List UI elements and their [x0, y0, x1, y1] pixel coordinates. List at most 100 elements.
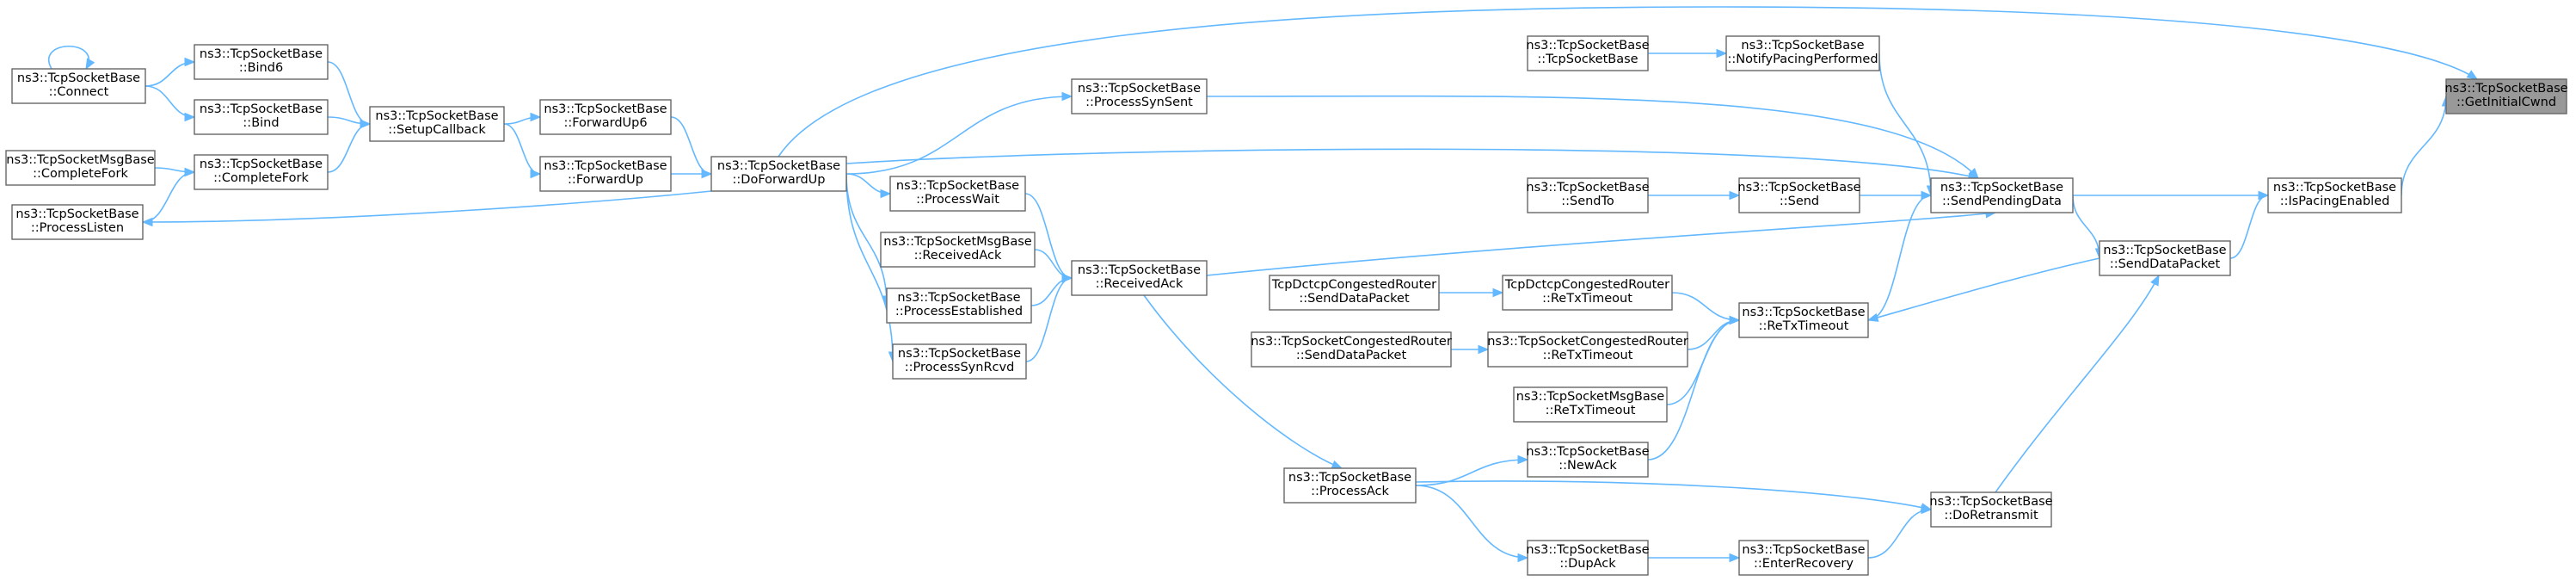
arrowhead-sendto-to-send [1729, 190, 1741, 201]
node-label-line2: ::ProcessSynRcvd [905, 361, 1015, 374]
arrowhead-connect-to-connect [85, 58, 95, 71]
node-processestablished[interactable]: ns3::TcpSocketBase::ProcessEstablished [886, 287, 1032, 324]
node-label-line2: ::ProcessWait [916, 193, 999, 207]
node-sendto[interactable]: ns3::TcpSocketBase::SendTo [1526, 177, 1650, 213]
edge-processack-to-dupack [1415, 485, 1528, 559]
edge-processack-to-doretransmit [1415, 480, 1932, 510]
node-setupcallback[interactable]: ns3::TcpSocketBase::SetupCallback [369, 106, 505, 142]
node-msgbase-receivedack[interactable]: ns3::TcpSocketMsgBase::ReceivedAck [880, 232, 1036, 268]
node-box [194, 44, 329, 80]
arrowhead-forwardup-to-doforwardup [701, 169, 713, 179]
edge-senddatapacket-to-ispacingenabled [2229, 195, 2269, 259]
node-box [2445, 78, 2567, 114]
node-label-line2: ::GetInitialCwnd [2456, 96, 2556, 109]
edge-completefork-to-setupcallback [327, 123, 371, 173]
node-senddatapacket[interactable]: ns3::TcpSocketBase::SendDataPacket [2099, 240, 2231, 276]
node-label-line1: ns3::TcpSocketBase [896, 179, 1019, 193]
node-bind[interactable]: ns3::TcpSocketBase::Bind [194, 99, 329, 135]
arrowhead-retxtimeout-to-sendpendingdata [1921, 190, 1933, 201]
arrowhead-doforwardup-to-processsynsent [1061, 91, 1073, 102]
node-retxtimeout[interactable]: ns3::TcpSocketBase::ReTxTimeout [1738, 302, 1869, 338]
edge-doforwardup-to-processsynsent [845, 96, 1073, 175]
node-sendpendingdata[interactable]: ns3::TcpSocketBase::SendPendingData [1930, 177, 2074, 213]
node-dctcp-retxtimeout[interactable]: TcpDctcpCongestedRouter::ReTxTimeout [1502, 275, 1673, 311]
node-box [1527, 177, 1649, 213]
edge-processsynsent-to-sendpendingdata [1206, 95, 1979, 179]
node-label-line2: ::ProcessAck [1311, 485, 1389, 498]
node-box [886, 287, 1032, 324]
edge-connect-to-bind [144, 85, 195, 118]
node-label-line2: ::DoForwardUp [733, 173, 826, 187]
node-dupack[interactable]: ns3::TcpSocketBase::DupAck [1526, 540, 1650, 576]
node-forwardup[interactable]: ns3::TcpSocketBase::ForwardUp [539, 156, 672, 192]
node-newack[interactable]: ns3::TcpSocketBase::NewAck [1526, 442, 1650, 478]
node-label-line1: ns3::TcpSocketCongestedRouter [1487, 335, 1688, 349]
node-box [1251, 331, 1452, 368]
node-processsynrcvd[interactable]: ns3::TcpSocketBase::ProcessSynRcvd [892, 343, 1027, 380]
node-processack[interactable]: ns3::TcpSocketBase::ProcessAck [1283, 467, 1417, 504]
node-ispacingenabled[interactable]: ns3::TcpSocketBase::IsPacingEnabled [2267, 177, 2402, 213]
node-completefork[interactable]: ns3::TcpSocketBase::CompleteFork [194, 154, 329, 190]
node-label-line2: ::Bind [243, 116, 279, 130]
node-congested-retxtimeout[interactable]: ns3::TcpSocketCongestedRouter::ReTxTimeo… [1487, 331, 1688, 368]
node-label-line2: ::ReceivedAck [1096, 277, 1183, 291]
node-notifypacingperformed[interactable]: ns3::TcpSocketBase::NotifyPacingPerforme… [1725, 35, 1880, 71]
arrowhead-connect-to-bind [184, 112, 196, 122]
node-receivedack[interactable]: ns3::TcpSocketBase::ReceivedAck [1071, 260, 1208, 296]
node-connect[interactable]: ns3::TcpSocketBase::Connect [11, 68, 146, 104]
node-label-line2: ::TcpSocketBase [1537, 53, 1638, 66]
node-box [1283, 467, 1417, 504]
node-label-line1: ns3::TcpSocketBase [544, 102, 667, 116]
arrowhead-doforwardup-to-processwait [880, 189, 892, 199]
node-doforwardup[interactable]: ns3::TcpSocketBase::DoForwardUp [710, 156, 847, 192]
node-processlisten[interactable]: ns3::TcpSocketBase::ProcessListen [11, 204, 144, 240]
node-msgbase-completefork[interactable]: ns3::TcpSocketMsgBase::CompleteFork [5, 150, 156, 186]
node-label-line1: ns3::TcpSocketBase [200, 47, 323, 61]
node-msgbase-retxtimeout[interactable]: ns3::TcpSocketMsgBase::ReTxTimeout [1513, 386, 1668, 423]
node-box [1513, 386, 1668, 423]
node-processwait[interactable]: ns3::TcpSocketBase::ProcessWait [889, 176, 1026, 212]
edge-processestablished-to-receivedack [1030, 277, 1073, 306]
node-box [2267, 177, 2402, 213]
node-label-line1: ns3::TcpSocketBase [1940, 181, 2063, 195]
arrowhead-setupcallback-to-forwardup6 [530, 112, 542, 122]
node-box [1487, 331, 1688, 368]
arrowhead-doforwardup-to-getinitialcwnd [2466, 70, 2479, 80]
node-box [1527, 540, 1649, 576]
node-box [892, 343, 1027, 380]
node-box [710, 156, 847, 192]
node-box [194, 99, 329, 135]
node-label-line1: ns3::TcpSocketBase [1737, 181, 1860, 195]
node-enterrecovery[interactable]: ns3::TcpSocketBase::EnterRecovery [1738, 540, 1869, 576]
node-doretransmit[interactable]: ns3::TcpSocketBase::DoRetransmit [1929, 491, 2053, 528]
node-box [2099, 240, 2231, 276]
node-tcpsocketbase-ctor[interactable]: ns3::TcpSocketBase::TcpSocketBase [1526, 35, 1650, 71]
node-box [1269, 275, 1440, 311]
node-processsynsent[interactable]: ns3::TcpSocketBase::ProcessSynSent [1071, 78, 1208, 114]
node-label-line2: ::ReTxTimeout [1542, 292, 1632, 306]
node-dctcp-senddatapacket[interactable]: TcpDctcpCongestedRouter::SendDataPacket [1269, 275, 1440, 311]
node-label-line2: ::IsPacingEnabled [2280, 195, 2390, 208]
node-label-line1: ns3::TcpSocketBase [544, 159, 667, 173]
node-box [1502, 275, 1673, 311]
node-forwardup6[interactable]: ns3::TcpSocketBase::ForwardUp6 [539, 99, 672, 135]
node-label-line1: TcpDctcpCongestedRouter [1504, 278, 1669, 292]
node-label-line2: ::SendPendingData [1942, 195, 2062, 208]
node-label-line1: ns3::TcpSocketBase [2273, 181, 2396, 195]
edge-connect-to-connect [48, 46, 89, 70]
node-label-line1: ns3::TcpSocketBase [1526, 445, 1649, 459]
arrowhead-completefork-to-setupcallback [360, 119, 372, 129]
node-label-line1: ns3::TcpSocketBase [17, 71, 140, 85]
node-label-line1: ns3::TcpSocketBase [1741, 39, 1864, 53]
node-label-line2: ::SendDataPacket [1296, 349, 1407, 362]
node-label-line2: ::ReTxTimeout [1759, 319, 1849, 333]
edge-connect-to-bind6 [144, 61, 195, 87]
edge-doretransmit-to-senddatapacket [1995, 275, 2160, 493]
node-bind6[interactable]: ns3::TcpSocketBase::Bind6 [194, 44, 329, 80]
node-getinitialcwnd[interactable]: ns3::TcpSocketBase::GetInitialCwnd [2444, 78, 2568, 114]
node-label-line2: ::ReceivedAck [914, 249, 1002, 263]
node-send[interactable]: ns3::TcpSocketBase::Send [1737, 177, 1861, 213]
node-label-line1: TcpDctcpCongestedRouter [1271, 278, 1436, 292]
edge-notifypacingperformed-to-sendpendingdata [1878, 53, 1932, 196]
node-congested-senddatapacket[interactable]: ns3::TcpSocketCongestedRouter::SendDataP… [1251, 331, 1452, 368]
